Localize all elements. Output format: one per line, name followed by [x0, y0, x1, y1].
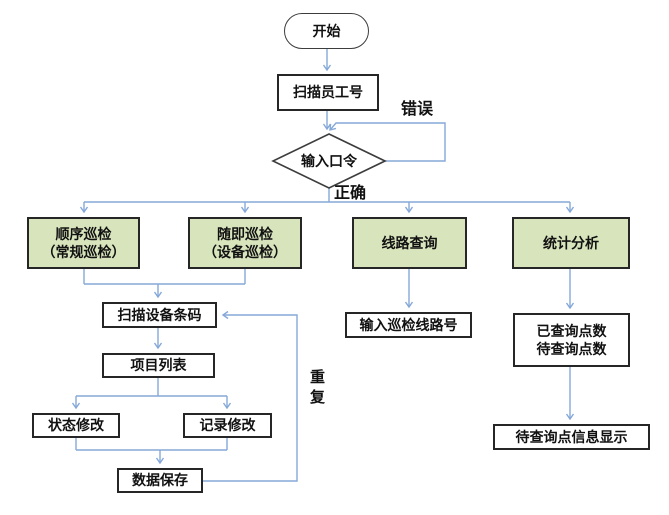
node-random-inspection: 随即巡检 （设备巡检） — [188, 217, 302, 269]
node-scan-employee-id: 扫描员工号 — [277, 74, 379, 111]
node-pending-point-info-display-label: 待查询点信息显示 — [515, 428, 628, 445]
node-queried-point-counts: 已查询点数 待查询点数 — [513, 313, 630, 367]
node-item-list: 项目列表 — [102, 353, 215, 378]
node-scan-employee-id-label: 扫描员工号 — [293, 84, 363, 101]
node-sequential-inspection-line2: （常规巡检） — [41, 244, 126, 260]
node-queried-point-counts-line2: 待查询点数 — [536, 341, 607, 357]
node-line-query-label: 线路查询 — [381, 234, 438, 251]
node-sequential-inspection: 顺序巡检 （常规巡检） — [27, 217, 140, 269]
node-data-save-label: 数据保存 — [132, 472, 188, 489]
node-record-modification: 记录修改 — [183, 413, 272, 438]
edge-label-repeat: 重复 — [309, 369, 325, 406]
edge-label-correct: 正确 — [334, 185, 367, 202]
node-start: 开始 — [284, 13, 369, 49]
node-random-inspection-line1: 随即巡检 — [217, 225, 273, 242]
node-data-save: 数据保存 — [117, 468, 203, 493]
node-line-query: 线路查询 — [352, 217, 467, 269]
edge-repeat-loop — [203, 310, 298, 482]
edge-label-error: 错误 — [401, 101, 434, 118]
node-enter-password-label: 输入口令 — [301, 153, 357, 169]
node-status-modification: 状态修改 — [32, 413, 120, 438]
node-statistical-analysis: 统计分析 — [512, 217, 630, 269]
node-pending-point-info-display: 待查询点信息显示 — [493, 424, 650, 450]
node-enter-inspection-line-number-label: 输入巡检线路号 — [359, 316, 458, 333]
decision-diamond-shape — [271, 133, 387, 189]
edge-error-loop — [329, 122, 446, 162]
node-statistical-analysis-label: 统计分析 — [543, 234, 599, 251]
node-sequential-inspection-line1: 顺序巡检 — [55, 225, 112, 242]
node-enter-password: 输入口令 — [279, 151, 379, 171]
node-status-modification-label: 状态修改 — [48, 417, 104, 434]
node-scan-device-barcode-label: 扫描设备条码 — [117, 306, 202, 323]
node-enter-inspection-line-number: 输入巡检线路号 — [345, 312, 472, 338]
node-random-inspection-line2: （设备巡检） — [203, 244, 287, 260]
node-queried-point-counts-line1: 已查询点数 — [536, 322, 607, 339]
node-record-modification-label: 记录修改 — [199, 417, 256, 434]
node-scan-device-barcode: 扫描设备条码 — [102, 302, 217, 328]
node-item-list-label: 项目列表 — [130, 357, 187, 374]
node-start-label: 开始 — [312, 22, 341, 39]
